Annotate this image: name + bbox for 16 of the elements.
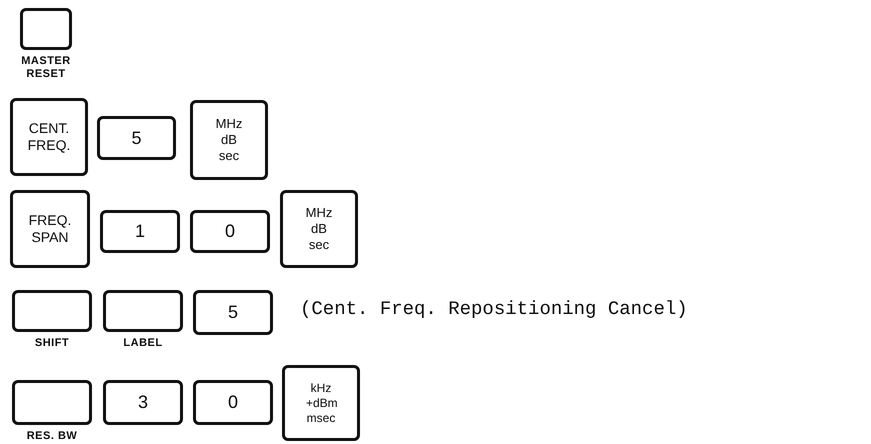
key-label: 5 — [131, 126, 142, 150]
key-label: CENT. FREQ. — [26, 120, 72, 154]
key-label: 3 — [138, 391, 148, 414]
key-caption: RES. BW — [26, 430, 78, 443]
key-label: kHz +dBm msec — [306, 380, 336, 426]
key-label: MHz dB sec — [214, 116, 244, 164]
key-caption: SHIFT — [34, 337, 70, 350]
key-label: 1 — [134, 220, 145, 243]
key-label: 0 — [224, 220, 235, 243]
key-label: 5 — [228, 301, 238, 324]
key-label: FREQ. SPAN — [28, 212, 72, 246]
note-text: (Cent. Freq. Repositioning Cancel) — [300, 298, 688, 320]
key-label: MHz dB sec — [304, 204, 334, 254]
key-label: 0 — [228, 391, 238, 414]
key-caption: LABEL — [122, 337, 164, 350]
key-caption: MASTER RESET — [20, 55, 72, 80]
